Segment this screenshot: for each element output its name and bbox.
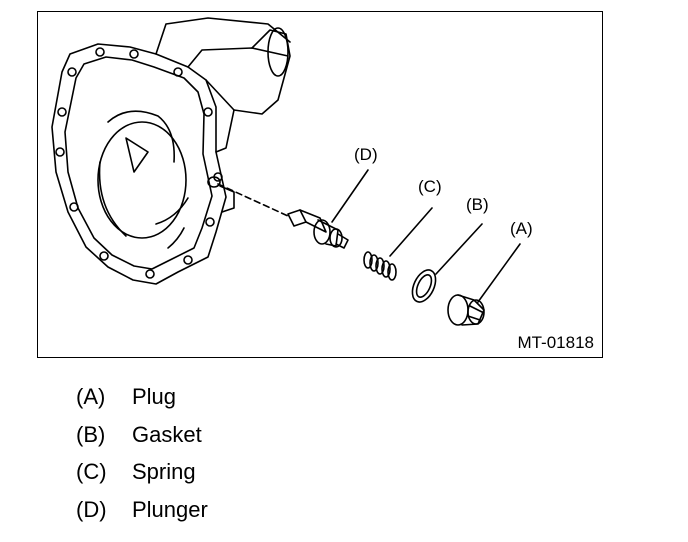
transmission-housing [51, 17, 291, 285]
callout-c: (C) [418, 177, 442, 196]
legend-name: Plunger [132, 496, 208, 522]
spring-part [363, 251, 397, 281]
figure-code: MT-01818 [517, 333, 594, 352]
callout-d: (D) [354, 145, 378, 164]
leader-line-c [389, 207, 433, 257]
legend-name: Plug [132, 384, 177, 409]
callout-b: (B) [466, 195, 489, 214]
legend-key: (C) [76, 459, 107, 484]
exploded-view-figure: (D) (C) (B) (A) MT-01818 [37, 11, 603, 358]
gasket-part [411, 269, 437, 303]
exploded-view-drawing [51, 17, 521, 326]
leader-line-d [331, 169, 369, 223]
legend-key: (A) [76, 384, 106, 409]
legend-key: (D) [76, 496, 107, 522]
legend-name: Spring [132, 459, 196, 484]
leader-line-b [435, 223, 483, 275]
legend-key: (B) [76, 421, 106, 447]
legend-name: Gasket [132, 421, 202, 447]
leader-line-a [477, 243, 521, 303]
plunger-part [287, 209, 349, 249]
assembly-axis-line [217, 183, 289, 217]
plug-part [447, 294, 485, 326]
callout-a: (A) [510, 219, 533, 238]
